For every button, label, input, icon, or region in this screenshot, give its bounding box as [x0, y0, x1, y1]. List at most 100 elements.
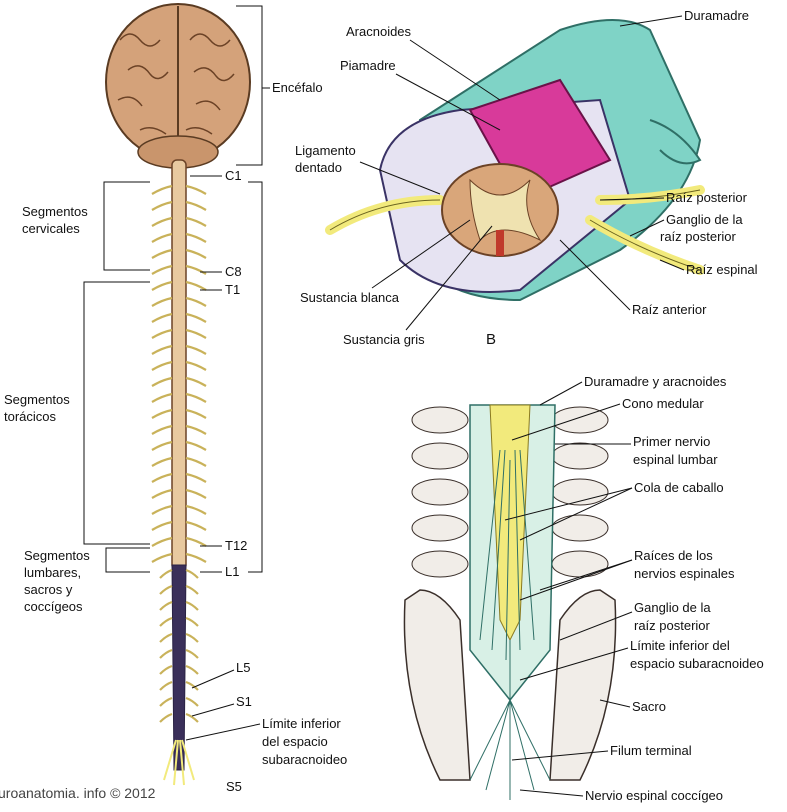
raiz-posterior-label: Raíz posterior [666, 190, 748, 205]
sacro-label: Sacro [632, 699, 666, 714]
watermark: uroanatomia. info © 2012 [0, 785, 156, 801]
nervio-cocc-label: Nervio espinal coccígeo [585, 788, 723, 803]
thoracic-bracket [83, 281, 150, 545]
spinal-nerve [159, 680, 173, 691]
spinal-nerve [151, 520, 173, 531]
primer-label-2: espinal lumbar [633, 452, 718, 467]
limite-a-label-3: subaracnoideo [262, 752, 347, 767]
spinal-nerve [151, 248, 173, 259]
spinal-nerve [151, 216, 173, 227]
raiz-anterior-label: Raíz anterior [632, 302, 707, 317]
spinal-nerve [185, 552, 207, 563]
spinal-nerve [185, 488, 207, 499]
encefalo-bracket [236, 5, 263, 166]
ganglio-c-label-2: raíz posterior [634, 618, 711, 633]
spinal-nerve [151, 440, 173, 451]
ganglio-b-label-2: raíz posterior [660, 229, 737, 244]
spinal-nerve [151, 280, 173, 291]
spinal-nerve [185, 360, 207, 371]
spinal-nerve [151, 184, 173, 195]
vertebra [551, 550, 609, 578]
cross-section-illustration [325, 19, 705, 302]
spinal-nerve [159, 664, 173, 675]
spinal-nerve [159, 568, 173, 579]
cord-right-bracket [248, 181, 263, 573]
spinal-nerve [159, 696, 173, 707]
seg-cerv-label-2: cervicales [22, 221, 80, 236]
raices-label-2: nervios espinales [634, 566, 735, 581]
c8-label: C8 [225, 264, 242, 279]
ligamento-label-2: dentado [295, 160, 342, 175]
cono-label: Cono medular [622, 396, 704, 411]
spinal-nerve [151, 392, 173, 403]
spinal-nerve [185, 472, 207, 483]
t12-label: T12 [225, 538, 247, 553]
spinal-nerve [185, 328, 207, 339]
spinal-nerve [185, 280, 207, 291]
spinal-nerve [185, 312, 207, 323]
raices-label-1: Raíces de los [634, 548, 713, 563]
panel-b-letter: B [486, 331, 496, 348]
panel-c-cauda-equina: Duramadre y aracnoides Cono medular Prim… [403, 374, 764, 803]
spinal-nerve [151, 456, 173, 467]
spinal-nerve [159, 600, 173, 611]
spinal-nerve [151, 552, 173, 563]
spinal-nerve [151, 472, 173, 483]
spinal-nerve [151, 264, 173, 275]
duramadre-label: Duramadre [684, 8, 749, 23]
seg-lum-label-1: Segmentos [24, 548, 90, 563]
vertebra [411, 514, 469, 542]
seg-tor-label-2: torácicos [4, 409, 57, 424]
sustancia-gris-label: Sustancia gris [343, 332, 425, 347]
spinal-nerve [159, 712, 173, 723]
spinal-nerve [151, 232, 173, 243]
spinal-nerve [151, 328, 173, 339]
vertebra [551, 514, 609, 542]
spinal-nerve [185, 712, 199, 723]
cola-label: Cola de caballo [634, 480, 724, 495]
spinal-nerve [185, 376, 207, 387]
spinal-nerve [185, 216, 207, 227]
spinal-nerve [185, 264, 207, 275]
spinal-nerve [185, 408, 207, 419]
limite-c-label-2: espacio subaracnoideo [630, 656, 764, 671]
seg-tor-label-1: Segmentos [4, 392, 70, 407]
spinal-nerve [185, 456, 207, 467]
vertebra [411, 442, 469, 470]
spinal-nerve [185, 696, 199, 707]
spinal-nerve [151, 488, 173, 499]
spinal-nerve [185, 248, 207, 259]
spinal-nerve [185, 664, 199, 675]
spinal-nerve [185, 344, 207, 355]
panel-a-spinal-cord: Encéfalo C1 C8 T1 T12 L1 L5 S1 Límite in… [0, 3, 347, 801]
s5-label: S5 [226, 779, 242, 794]
brain-illustration [105, 3, 251, 169]
spinal-nerve [151, 504, 173, 515]
spinal-nerve [185, 648, 199, 659]
aracnoides-label: Aracnoides [346, 24, 412, 39]
spinal-nerve [151, 376, 173, 387]
spinal-nerve [185, 536, 207, 547]
spinal-nerve [151, 408, 173, 419]
spinal-nerve [185, 200, 207, 211]
encefalo-label: Encéfalo [272, 80, 323, 95]
l1-label: L1 [225, 564, 239, 579]
spinal-nerve [185, 424, 207, 435]
spinal-nerve [185, 616, 199, 627]
ligamento-label-1: Ligamento [295, 143, 356, 158]
ganglio-b-label-1: Ganglio de la [666, 212, 743, 227]
l5-label: L5 [236, 660, 250, 675]
lumbar-bracket [105, 547, 150, 573]
spinal-nerve [185, 600, 199, 611]
t1-label: T1 [225, 282, 240, 297]
panel-b-cross-section: Duramadre Aracnoides Piamadre Ligamento … [295, 8, 758, 348]
limite-a-label-2: del espacio [262, 734, 328, 749]
primer-label-1: Primer nervio [633, 434, 710, 449]
spinal-nerve [151, 312, 173, 323]
filum-label: Filum terminal [610, 743, 692, 758]
spinal-nerve [151, 344, 173, 355]
spinal-nerve [151, 360, 173, 371]
raiz-espinal-label: Raíz espinal [686, 262, 758, 277]
spinal-cord [163, 159, 195, 786]
